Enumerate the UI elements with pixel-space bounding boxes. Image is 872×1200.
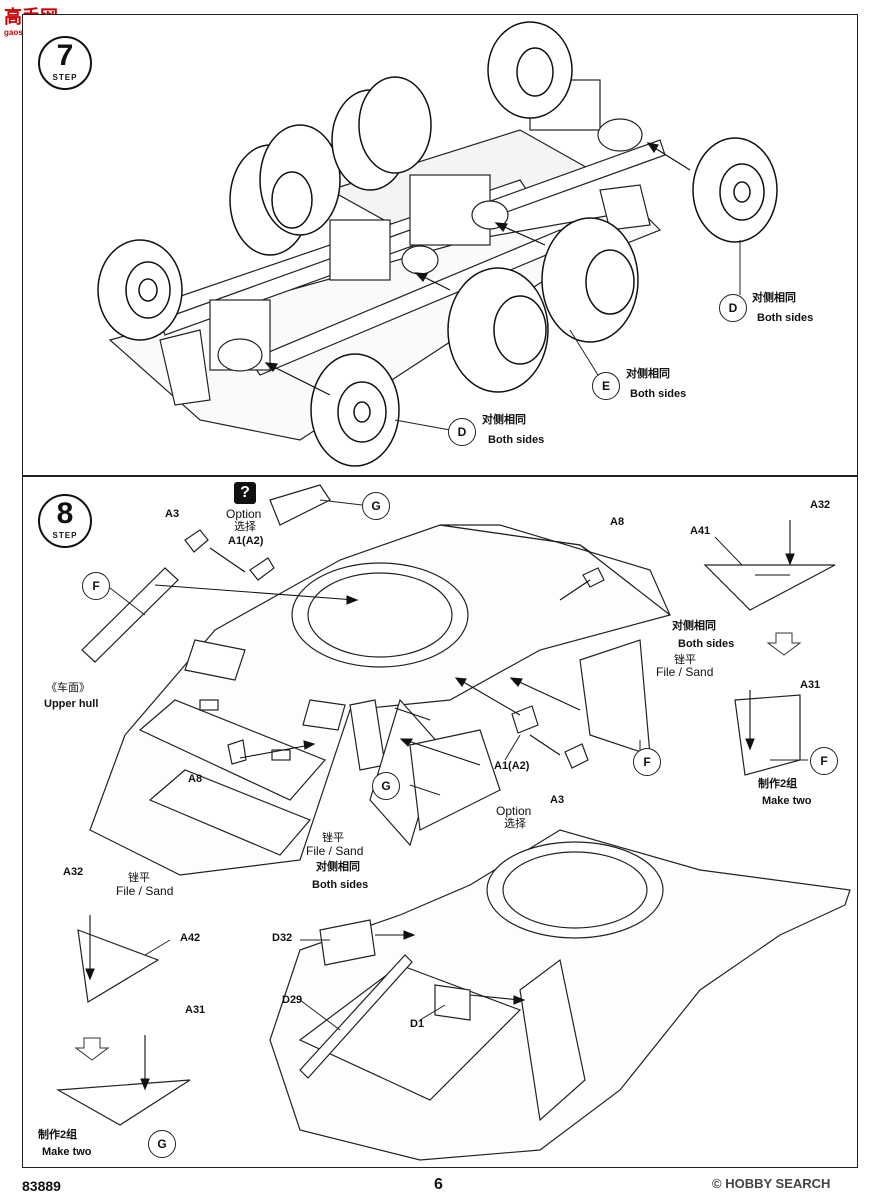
part-a42: [77, 929, 160, 1003]
label-a1a2-mid: A1(A2): [494, 760, 530, 772]
make-two-cn-right: 制作2组: [758, 778, 798, 790]
label-a32-right: A32: [810, 499, 831, 511]
both-sides-cn-mid: 对侧相同: [316, 861, 360, 873]
label-a8-left: A8: [188, 773, 203, 785]
callout-f-mid: F: [633, 748, 661, 776]
label-a3-mid: A3: [550, 794, 565, 806]
label-a1a2-top: A1(A2): [228, 535, 264, 547]
label-a42: A42: [180, 932, 201, 944]
part-a8-top: [582, 567, 605, 588]
wheel-right-d: [692, 137, 778, 243]
kit-code: 83889: [22, 1178, 61, 1194]
file-en-top: File / Sand: [656, 665, 714, 679]
both-sides-en: Both sides: [757, 312, 814, 324]
part-right-f: [734, 694, 801, 776]
option-en-mid: Option: [496, 804, 532, 818]
file-en-mid: File / Sand: [306, 844, 364, 858]
part-a3-mid: [564, 743, 589, 769]
part-a1a2-mid: [511, 705, 539, 734]
option-cn-top: 选择: [234, 521, 256, 533]
callout-f-left: F: [82, 572, 110, 600]
part-callout-e: E: [592, 372, 620, 400]
both-sides-cn: 对侧相同: [626, 368, 670, 380]
label-d32: D32: [272, 932, 293, 944]
wheel-bottom-d: [310, 353, 400, 467]
wheel-right-e: [447, 217, 639, 393]
part-callout-d-bottom: D: [448, 418, 476, 446]
label-a3-top: A3: [165, 508, 180, 520]
both-sides-cn: 对侧相同: [482, 414, 526, 426]
part-bottom-g: [55, 1079, 191, 1126]
label-d1: D1: [410, 1018, 425, 1030]
part-d1: [434, 984, 471, 1021]
upper-hull-cn: 《车面》: [46, 682, 90, 694]
wheel-front-left: [97, 239, 183, 341]
both-sides-cn: 对侧相同: [752, 292, 796, 304]
callout-f-right: F: [810, 747, 838, 775]
part-a3-top: [184, 529, 209, 553]
part-a41: [703, 564, 836, 611]
option-en-top: Option: [226, 507, 262, 521]
both-sides-en: Both sides: [488, 434, 545, 446]
part-a1a2-top: [249, 557, 275, 581]
part-d29: [299, 954, 413, 1079]
upper-hull-en: Upper hull: [44, 698, 99, 710]
callout-g-bottom: G: [148, 1130, 176, 1158]
option-question-icon: ?: [234, 482, 256, 504]
make-two-en-left: Make two: [42, 1146, 92, 1158]
file-en-left: File / Sand: [116, 884, 174, 898]
part-a8-left: [227, 739, 247, 765]
label-a31-left: A31: [185, 1004, 206, 1016]
wheel-rear-left: [331, 76, 432, 191]
both-sides-cn-8: 对侧相同: [672, 620, 716, 632]
make-two-cn-left: 制作2组: [38, 1129, 78, 1141]
part-callout-d-right: D: [719, 294, 747, 322]
step7-badge: 7 STEP: [38, 36, 92, 90]
callout-g-mid: G: [372, 772, 400, 800]
part-g-mid: [409, 729, 501, 831]
part-g-top: [269, 484, 331, 526]
both-sides-en: Both sides: [630, 388, 687, 400]
file-cn-left: 锉平: [128, 872, 150, 884]
wheel-mid-left: [229, 124, 341, 256]
both-sides-en-8: Both sides: [678, 638, 735, 650]
wheel-top-right: [487, 21, 573, 119]
label-a31-right: A31: [800, 679, 821, 691]
label-a8-top: A8: [610, 516, 625, 528]
step8-badge: 8 STEP: [38, 494, 92, 548]
page-number: 6: [434, 1176, 443, 1193]
both-sides-en-mid: Both sides: [312, 879, 369, 891]
label-d29: D29: [282, 994, 303, 1006]
hobby-search-watermark: © HOBBY SEARCH: [712, 1176, 831, 1191]
callout-g-top: G: [362, 492, 390, 520]
label-a41: A41: [690, 525, 711, 537]
file-cn-mid: 锉平: [322, 832, 344, 844]
option-cn-mid: 选择: [504, 818, 526, 830]
file-cn-top: 锉平: [674, 654, 696, 666]
make-two-en-right: Make two: [762, 795, 812, 807]
part-d32: [319, 919, 376, 966]
part-f-mid: [579, 639, 651, 756]
part-f-left: [81, 567, 179, 663]
label-a32-left: A32: [63, 866, 84, 878]
